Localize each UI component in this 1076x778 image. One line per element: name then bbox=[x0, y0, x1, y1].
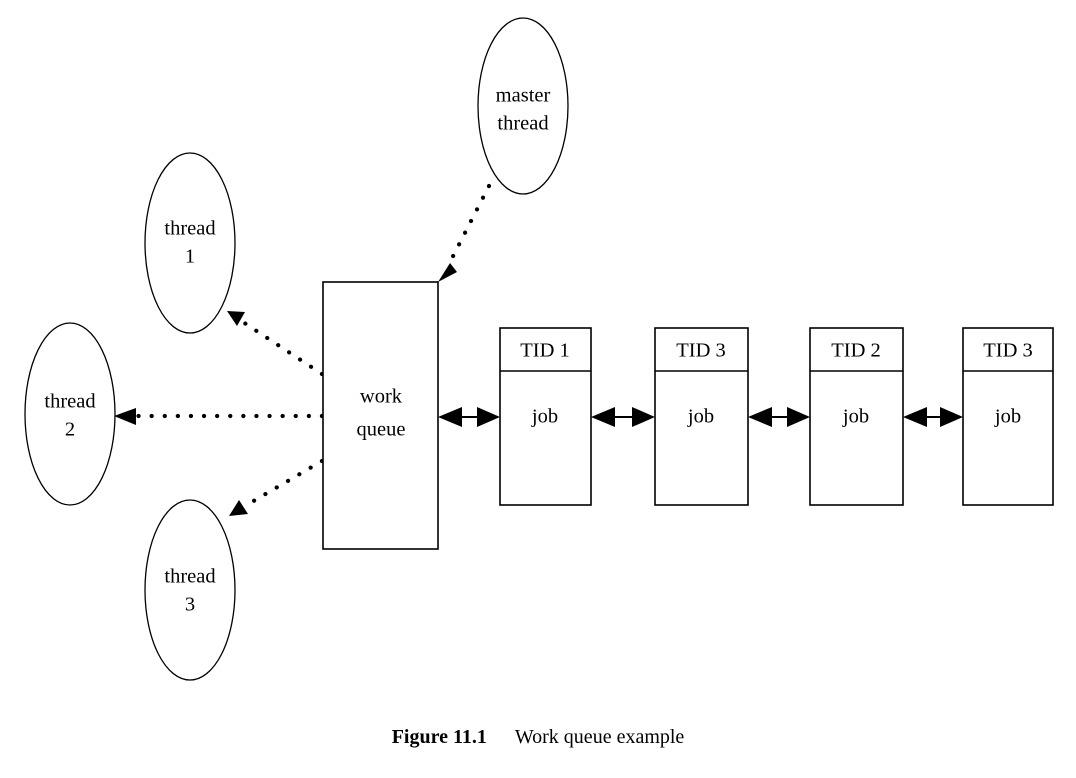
link-master-thread-to-work-queue bbox=[438, 183, 492, 282]
job-box-2[interactable]: TID 3 job bbox=[654, 327, 749, 506]
link-job-2-to-job-3 bbox=[748, 407, 810, 427]
job-box-4-body-label: job bbox=[994, 406, 1021, 428]
figure-caption: Figure 11.1 Work queue example bbox=[0, 726, 1076, 749]
thread-1-label-line1: thread bbox=[164, 218, 215, 240]
job-box-3[interactable]: TID 2 job bbox=[809, 327, 904, 506]
figure-caption-text: Work queue example bbox=[514, 726, 685, 748]
link-work-queue-to-thread-1 bbox=[227, 311, 325, 377]
figure-caption-label: Figure 11.1 bbox=[391, 726, 487, 748]
work-queue-label-line1: work bbox=[360, 386, 403, 408]
thread-2-label-line2: 2 bbox=[65, 419, 75, 441]
node-thread-2[interactable]: thread 2 bbox=[24, 322, 116, 506]
node-thread-1[interactable]: thread 1 bbox=[144, 152, 236, 334]
job-box-4[interactable]: TID 3 job bbox=[962, 327, 1054, 506]
thread-2-label-line1: thread bbox=[44, 391, 95, 413]
node-thread-3[interactable]: thread 3 bbox=[144, 499, 236, 681]
link-job-3-to-job-4 bbox=[903, 407, 963, 427]
work-queue-label-line2: queue bbox=[357, 419, 406, 441]
link-work-queue-to-thread-3 bbox=[229, 458, 325, 516]
node-master-thread[interactable]: master thread bbox=[477, 17, 569, 195]
job-box-1-body-label: job bbox=[531, 406, 558, 428]
thread-3-label-line1: thread bbox=[164, 566, 215, 588]
link-work-queue-to-thread-2 bbox=[114, 408, 325, 425]
job-box-1[interactable]: TID 1 job bbox=[499, 327, 592, 506]
thread-3-label-line2: 3 bbox=[185, 594, 195, 616]
thread-1-label-line2: 1 bbox=[185, 246, 195, 268]
job-box-2-tid-label: TID 3 bbox=[676, 340, 726, 362]
job-box-3-body-label: job bbox=[842, 406, 869, 428]
job-box-3-tid-label: TID 2 bbox=[831, 340, 881, 362]
job-box-1-tid-label: TID 1 bbox=[520, 340, 570, 362]
master-thread-label-line1: master bbox=[496, 85, 551, 107]
job-box-4-tid-label: TID 3 bbox=[983, 340, 1033, 362]
link-work-queue-to-job-1 bbox=[438, 407, 500, 427]
job-box-2-body-label: job bbox=[687, 406, 714, 428]
node-work-queue[interactable]: work queue bbox=[322, 281, 439, 550]
link-job-1-to-job-2 bbox=[591, 407, 655, 427]
master-thread-label-line2: thread bbox=[497, 113, 548, 135]
